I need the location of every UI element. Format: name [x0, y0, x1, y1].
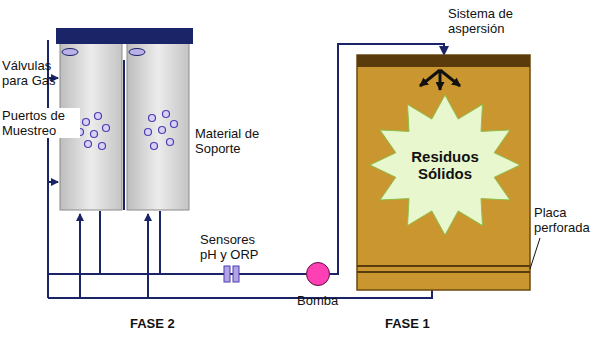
pump-circle: Bomba [306, 262, 330, 286]
callout-label: Material de Soporte [195, 126, 275, 156]
orp-sensor [233, 266, 239, 282]
gas-valve [62, 49, 78, 56]
callout-label: Sensores pH y ORP [200, 232, 264, 262]
perforated-plate [357, 265, 530, 267]
star-outline [370, 95, 520, 235]
callout-label: Sistema de aspersión [448, 6, 528, 36]
callout-label: FASE 2 [130, 316, 200, 331]
ph-sensor [224, 266, 230, 282]
column-cap [123, 28, 193, 44]
node-heading: Bomba [297, 293, 338, 308]
node-heading: FASE 1 [385, 316, 430, 331]
callout-label: Válvulas para Gas [2, 58, 58, 88]
perforated-plate [357, 271, 530, 273]
tank-lid [357, 55, 530, 67]
gas-bubbles [77, 111, 178, 150]
gas-valve [129, 49, 145, 56]
solid-waste-star: Residuos Sólidos [370, 95, 520, 235]
callout-label: Puertos de Muestreo [2, 108, 80, 138]
tank-body [357, 55, 530, 290]
reactor-column [127, 42, 189, 210]
leader-line [530, 238, 540, 269]
node-text: Residuos Sólidos [405, 148, 485, 182]
tank-box: FASE 1Residuos Sólidos [357, 55, 530, 290]
spray-system [420, 70, 460, 90]
callout-label: Placa perforada [534, 205, 592, 235]
column-cap [56, 28, 126, 44]
